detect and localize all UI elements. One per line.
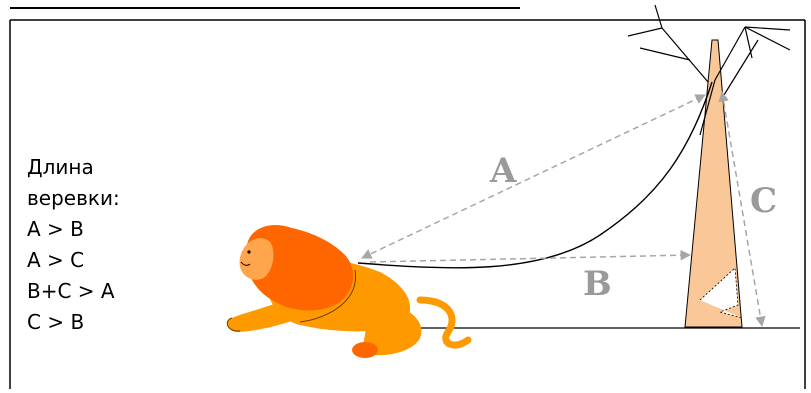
relation-item: A > B [27,217,84,241]
relation-item: A > C [27,248,85,272]
arrow-b [369,249,692,263]
caption-heading-line2: веревки: [27,186,120,210]
arrow-a [361,94,706,259]
rope-length-caption: Длина веревки: A > B A > C B+C > A C > B [27,152,120,338]
relation-item: C > B [27,310,85,334]
caption-heading-line1: Длина [27,155,94,179]
label-a: A [489,151,517,191]
rope [357,81,713,269]
lion-icon [226,225,472,358]
label-c: C [750,181,777,221]
tree-trunk-icon [627,4,791,328]
label-b: B [583,264,612,304]
relation-item: B+C > A [27,279,115,303]
